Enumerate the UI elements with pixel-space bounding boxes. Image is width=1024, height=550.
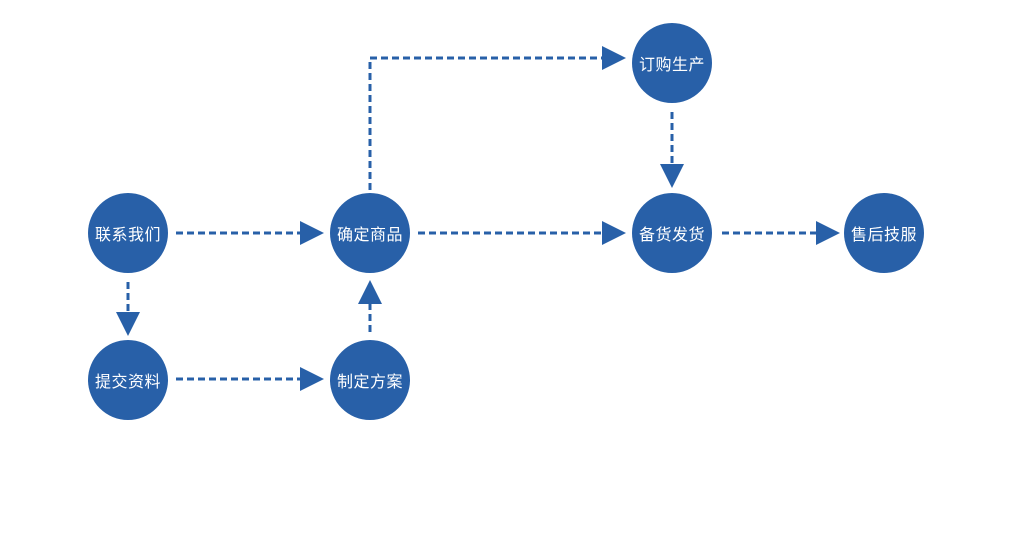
- node-confirm-label: 确定商品: [336, 225, 403, 244]
- node-contact-label: 联系我们: [94, 225, 161, 244]
- node-service[interactable]: 售后技服: [844, 193, 924, 273]
- node-stock-label: 备货发货: [638, 225, 705, 244]
- node-confirm[interactable]: 确定商品: [330, 193, 410, 273]
- node-order[interactable]: 订购生产: [632, 23, 712, 103]
- node-order-label: 订购生产: [638, 55, 705, 74]
- node-stock[interactable]: 备货发货: [632, 193, 712, 273]
- arrow-confirm-to-order: [368, 46, 626, 190]
- node-submit-label: 提交资料: [94, 372, 161, 391]
- node-plan[interactable]: 制定方案: [330, 340, 410, 420]
- node-plan-label: 制定方案: [336, 372, 403, 391]
- node-contact[interactable]: 联系我们: [88, 193, 168, 273]
- node-service-label: 售后技服: [850, 225, 917, 244]
- node-submit[interactable]: 提交资料: [88, 340, 168, 420]
